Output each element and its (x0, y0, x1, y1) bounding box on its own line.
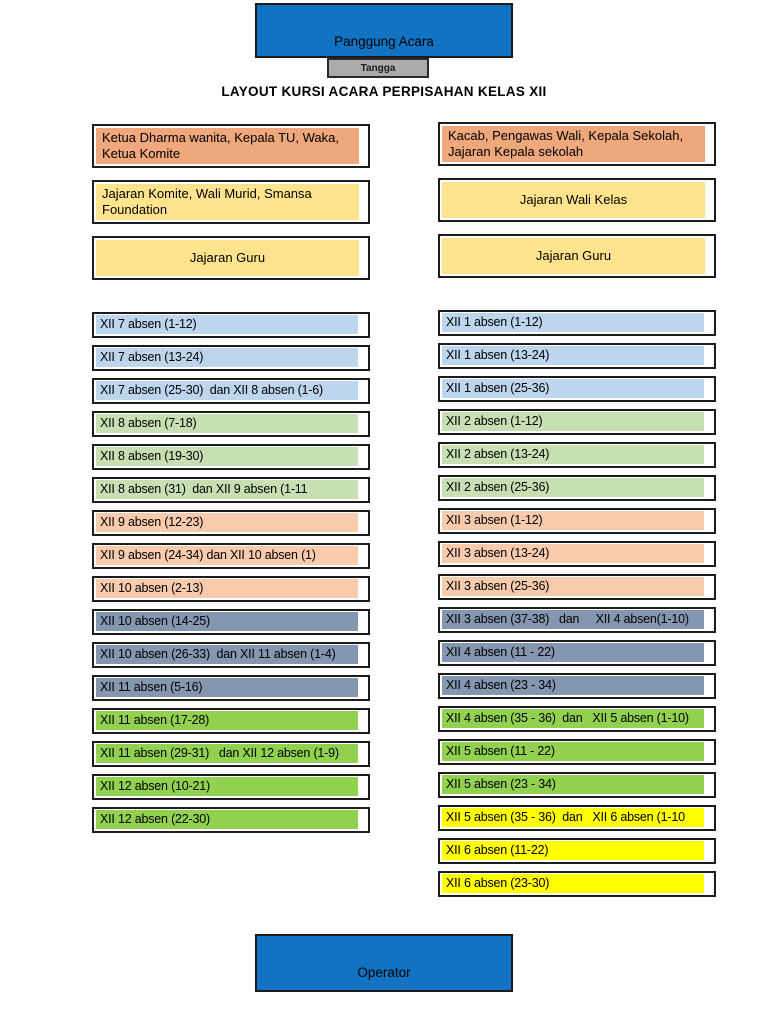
seat-row: XII 1 absen (25-36) (438, 376, 716, 402)
seat-row: XII 6 absen (11-22) (438, 838, 716, 864)
seat-row: XII 8 absen (19-30) (92, 444, 370, 470)
seat-row: XII 7 absen (13-24) (92, 345, 370, 371)
seat-row-label: XII 2 absen (13-24) (442, 445, 704, 464)
seat-row: XII 3 absen (13-24) (438, 541, 716, 567)
seat-row: XII 2 absen (13-24) (438, 442, 716, 468)
header-label: Jajaran Komite, Wali Murid, Smansa Found… (96, 184, 359, 220)
seat-row: XII 4 absen (11 - 22) (438, 640, 716, 666)
seat-row: XII 3 absen (25-36) (438, 574, 716, 600)
seat-row-label: XII 6 absen (23-30) (442, 874, 704, 893)
seat-row-label: XII 1 absen (1-12) (442, 313, 704, 332)
seat-row-label: XII 1 absen (13-24) (442, 346, 704, 365)
seat-row: XII 2 absen (25-36) (438, 475, 716, 501)
left-row-list: XII 7 absen (1-12) XII 7 absen (13-24) X… (92, 312, 370, 833)
seat-row-label: XII 12 absen (22-30) (96, 810, 358, 829)
seat-row: XII 7 absen (1-12) (92, 312, 370, 338)
header-label: Jajaran Guru (442, 238, 705, 274)
seat-row-label: XII 11 absen (29-31) dan XII 12 absen (1… (96, 744, 358, 763)
header-box-guru-left: Jajaran Guru (92, 236, 370, 280)
stage-box: Panggung Acara (255, 3, 513, 58)
seat-row-label: XII 7 absen (1-12) (96, 315, 358, 334)
header-box-komite: Jajaran Komite, Wali Murid, Smansa Found… (92, 180, 370, 224)
seat-row: XII 4 absen (23 - 34) (438, 673, 716, 699)
seat-row: XII 3 absen (1-12) (438, 508, 716, 534)
seat-row: XII 4 absen (35 - 36) dan XII 5 absen (1… (438, 706, 716, 732)
seat-row: XII 5 absen (23 - 34) (438, 772, 716, 798)
seat-row: XII 1 absen (13-24) (438, 343, 716, 369)
seat-row: XII 9 absen (12-23) (92, 510, 370, 536)
seat-row: XII 9 absen (24-34) dan XII 10 absen (1) (92, 543, 370, 569)
seat-row: XII 11 absen (17-28) (92, 708, 370, 734)
seat-row: XII 5 absen (11 - 22) (438, 739, 716, 765)
seat-row-label: XII 10 absen (26-33) dan XII 11 absen (1… (96, 645, 358, 664)
seat-row-label: XII 11 absen (5-16) (96, 678, 358, 697)
seat-row-label: XII 10 absen (2-13) (96, 579, 358, 598)
header-box-guru-right: Jajaran Guru (438, 234, 716, 278)
seat-row-label: XII 3 absen (25-36) (442, 577, 704, 596)
seat-row-label: XII 2 absen (1-12) (442, 412, 704, 431)
page-title: LAYOUT KURSI ACARA PERPISAHAN KELAS XII (221, 84, 547, 99)
seat-row: XII 8 absen (7-18) (92, 411, 370, 437)
seat-row-label: XII 12 absen (10-21) (96, 777, 358, 796)
seat-row-label: XII 9 absen (12-23) (96, 513, 358, 532)
seat-row: XII 6 absen (23-30) (438, 871, 716, 897)
seat-row: XII 11 absen (5-16) (92, 675, 370, 701)
seat-row: XII 8 absen (31) dan XII 9 absen (1-11 (92, 477, 370, 503)
seat-row-label: XII 3 absen (1-12) (442, 511, 704, 530)
operator-label: Operator (357, 965, 411, 980)
seat-row-label: XII 5 absen (23 - 34) (442, 775, 704, 794)
seat-row-label: XII 7 absen (13-24) (96, 348, 358, 367)
right-row-list: XII 1 absen (1-12) XII 1 absen (13-24) X… (438, 310, 716, 897)
seat-row-label: XII 4 absen (11 - 22) (442, 643, 704, 662)
operator-box: Operator (255, 934, 513, 992)
seat-row: XII 10 absen (14-25) (92, 609, 370, 635)
seat-row: XII 2 absen (1-12) (438, 409, 716, 435)
seat-row: XII 1 absen (1-12) (438, 310, 716, 336)
seat-row-label: XII 4 absen (35 - 36) dan XII 5 absen (1… (442, 709, 704, 728)
header-label: Jajaran Guru (96, 240, 359, 276)
stairs-box: Tangga (327, 58, 429, 78)
header-box-vip-left: Ketua Dharma wanita, Kepala TU, Waka, Ke… (92, 124, 370, 168)
seat-row-label: XII 2 absen (25-36) (442, 478, 704, 497)
left-column: Ketua Dharma wanita, Kepala TU, Waka, Ke… (92, 124, 370, 840)
seat-row-label: XII 9 absen (24-34) dan XII 10 absen (1) (96, 546, 358, 565)
seat-row-label: XII 1 absen (25-36) (442, 379, 704, 398)
stairs-label: Tangga (360, 62, 396, 74)
header-box-wali-kelas: Jajaran Wali Kelas (438, 178, 716, 222)
header-box-vip-right: Kacab, Pengawas Wali, Kepala Sekolah, Ja… (438, 122, 716, 166)
seat-row-label: XII 8 absen (31) dan XII 9 absen (1-11 (96, 480, 358, 499)
header-label: Ketua Dharma wanita, Kepala TU, Waka, Ke… (96, 128, 359, 164)
seat-row: XII 11 absen (29-31) dan XII 12 absen (1… (92, 741, 370, 767)
seat-row-label: XII 10 absen (14-25) (96, 612, 358, 631)
seat-row-label: XII 8 absen (7-18) (96, 414, 358, 433)
seat-row-label: XII 3 absen (13-24) (442, 544, 704, 563)
seat-row: XII 5 absen (35 - 36) dan XII 6 absen (1… (438, 805, 716, 831)
stage-label: Panggung Acara (334, 34, 434, 49)
seat-row-label: XII 4 absen (23 - 34) (442, 676, 704, 695)
seat-row-label: XII 3 absen (37-38) dan XII 4 absen(1-10… (442, 610, 704, 629)
seat-row: XII 12 absen (22-30) (92, 807, 370, 833)
seat-row: XII 12 absen (10-21) (92, 774, 370, 800)
seat-row: XII 10 absen (2-13) (92, 576, 370, 602)
header-label: Kacab, Pengawas Wali, Kepala Sekolah, Ja… (442, 126, 705, 162)
right-column: Kacab, Pengawas Wali, Kepala Sekolah, Ja… (438, 122, 716, 904)
seat-row-label: XII 11 absen (17-28) (96, 711, 358, 730)
seat-row-label: XII 5 absen (35 - 36) dan XII 6 absen (1… (442, 808, 704, 827)
seat-row-label: XII 6 absen (11-22) (442, 841, 704, 860)
seat-row-label: XII 7 absen (25-30) dan XII 8 absen (1-6… (96, 381, 358, 400)
seat-row: XII 3 absen (37-38) dan XII 4 absen(1-10… (438, 607, 716, 633)
header-label: Jajaran Wali Kelas (442, 182, 705, 218)
seat-row-label: XII 5 absen (11 - 22) (442, 742, 704, 761)
seat-row-label: XII 8 absen (19-30) (96, 447, 358, 466)
seat-row: XII 10 absen (26-33) dan XII 11 absen (1… (92, 642, 370, 668)
seat-row: XII 7 absen (25-30) dan XII 8 absen (1-6… (92, 378, 370, 404)
